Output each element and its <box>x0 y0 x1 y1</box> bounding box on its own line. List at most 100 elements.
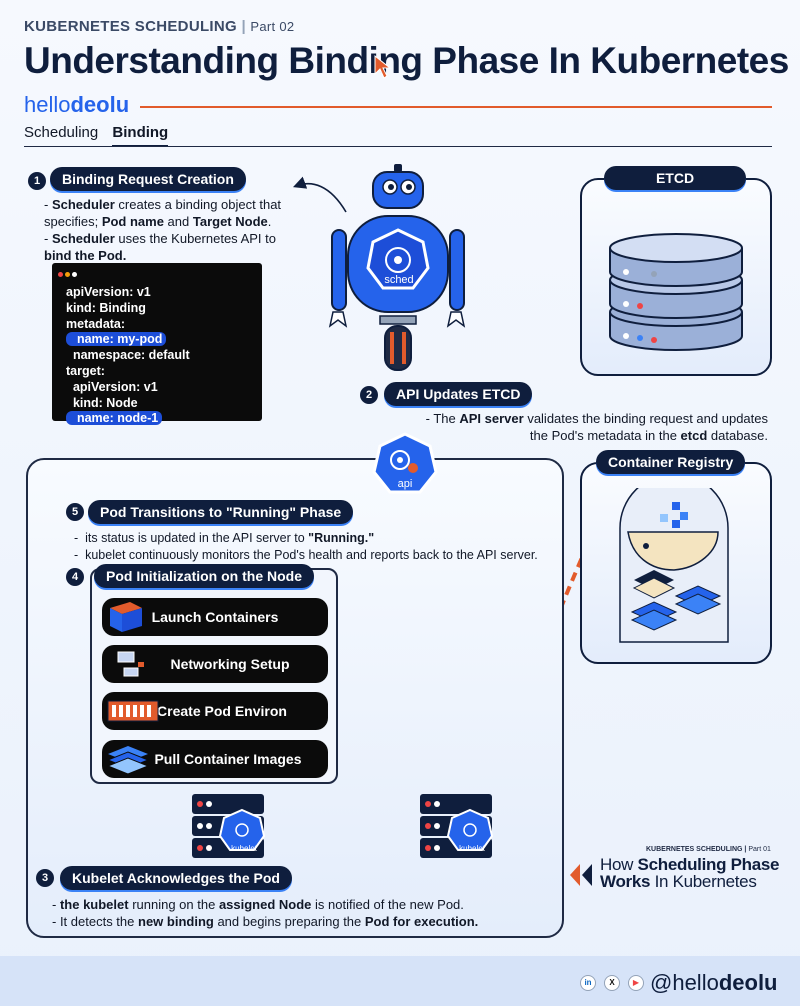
binding-yaml-code: apiVersion: v1 kind: Binding metadata: n… <box>52 263 262 426</box>
promo-a: How <box>600 855 638 874</box>
s3-t6: - It detects the <box>52 914 138 929</box>
code-line-highlight: name: my-pod <box>66 332 256 348</box>
tab-divider <box>24 146 772 147</box>
s2-t4: the Pod's metadata in the <box>529 428 681 443</box>
page-title: Understanding Binding Phase In Kubernete… <box>24 40 789 82</box>
step1-number: 1 <box>28 172 46 190</box>
promo-b: Scheduling Phase <box>637 855 780 874</box>
series-kicker: KUBERNETES SCHEDULING | Part 02 <box>24 18 295 35</box>
docker-registry-icon <box>619 488 729 643</box>
promo-d: In Kubernetes <box>650 872 757 891</box>
step1-description: - Scheduler creates a binding object tha… <box>44 196 314 264</box>
part-label: Part 02 <box>250 19 295 34</box>
code-line: apiVersion: v1 <box>66 379 158 394</box>
social-handle[interactable]: @hellodeolu <box>650 970 778 996</box>
s1-t9: - <box>44 231 52 246</box>
s2-t5: etcd <box>680 428 708 443</box>
title-part-a: Understanding <box>24 40 289 81</box>
double-chevron-left-icon[interactable] <box>568 862 594 888</box>
s3-t3: running on the <box>128 897 219 912</box>
kubelet-server-icon <box>192 794 266 858</box>
s5-t1: its status is updated in the API server … <box>85 531 309 545</box>
network-icon <box>117 651 144 677</box>
s2-t1: - The <box>425 411 460 426</box>
youtube-icon[interactable]: ▶ <box>628 975 644 991</box>
code-line: namespace: default <box>66 348 190 363</box>
etcd-title: ETCD <box>604 166 746 190</box>
tab-scheduling[interactable]: Scheduling <box>24 124 99 141</box>
step4-title: Pod Initialization on the Node <box>94 564 314 588</box>
step3-title: Kubelet Acknowledges the Pod <box>60 866 292 890</box>
item-label: Pull Container Images <box>154 751 302 767</box>
brand-b: deolu <box>70 92 130 117</box>
brand-a: hello <box>24 92 71 117</box>
brand-logo: hellodeolu <box>24 92 129 118</box>
linkedin-icon[interactable]: in <box>580 975 596 991</box>
window-dots <box>58 267 256 281</box>
registry-title: Container Registry <box>596 450 746 474</box>
code-line: apiVersion: v1 <box>66 285 151 299</box>
code-line: metadata: <box>66 316 126 331</box>
code-line: kind: Binding <box>66 300 146 315</box>
promo-link[interactable]: How Scheduling Phase Works In Kubernetes <box>600 856 779 890</box>
step2-number: 2 <box>360 386 378 404</box>
s1-t5: Pod name <box>101 214 164 229</box>
s2-t3: validates the binding request and update… <box>523 411 768 426</box>
code-line: kind: Node <box>66 395 138 410</box>
item-label: Networking Setup <box>170 656 290 672</box>
cursor-icon <box>374 54 392 79</box>
item-label: Launch Containers <box>151 609 279 625</box>
title-part-c: In Kubernetes <box>538 40 790 81</box>
kubelet-server-icon <box>420 794 494 858</box>
step5-number: 5 <box>66 503 84 521</box>
s1-t8: . <box>267 214 272 229</box>
step2-title: API Updates ETCD <box>384 382 533 406</box>
step5-description: - its status is updated in the API serve… <box>74 531 538 562</box>
s3-t8: and begins preparing the <box>213 914 365 929</box>
handle-b: deolu <box>718 970 778 995</box>
robot-label: sched <box>384 274 414 286</box>
s1-t4: specifies; <box>44 214 102 229</box>
s1-t11: uses the Kubernetes API to <box>114 231 276 246</box>
layers-icon <box>106 746 150 775</box>
api-server-icon <box>372 432 438 494</box>
tab-bar: Scheduling Binding <box>24 124 178 147</box>
s2-t6: database. <box>707 428 768 443</box>
kicker-text: KUBERNETES SCHEDULING <box>24 18 237 35</box>
container-box-icon <box>110 602 142 632</box>
scheduler-robot-icon <box>328 164 466 371</box>
s3-t4: assigned Node <box>218 897 312 912</box>
code-mark: name: my-pod <box>66 332 167 347</box>
s2-t2: API server <box>459 411 524 426</box>
kubelet-label: kubelet <box>231 844 257 853</box>
promo-kicker-text: KUBERNETES SCHEDULING <box>646 846 743 853</box>
s1-t2: Scheduler <box>51 197 115 212</box>
networking-setup-item: Networking Setup <box>102 645 328 683</box>
item-label: Create Pod Environ <box>157 703 287 719</box>
handle-a: @hello <box>650 970 719 995</box>
s3-t9: Pod for execution. <box>364 914 479 929</box>
code-line-highlight: name: node-1 <box>66 411 256 427</box>
x-icon[interactable]: X <box>604 975 620 991</box>
api-label: api <box>397 478 413 490</box>
s1-t10: Scheduler <box>51 231 115 246</box>
s1-t3: creates a binding object that <box>114 197 282 212</box>
step1-title: Binding Request Creation <box>50 167 246 191</box>
s1-t6: and <box>163 214 193 229</box>
code-line: target: <box>66 363 105 378</box>
launch-containers-item: Launch Containers <box>102 598 328 636</box>
s3-t2: the kubelet <box>59 897 129 912</box>
kubelet-label: kubelet <box>459 844 485 853</box>
s1-t1: - <box>44 197 52 212</box>
pull-container-images-item: Pull Container Images <box>102 740 328 778</box>
s3-t7: new binding <box>138 914 214 929</box>
title-part-b: Binding Phase <box>288 40 539 81</box>
step3-description: - the kubelet running on the assigned No… <box>52 896 552 930</box>
step3-number: 3 <box>36 869 54 887</box>
footer-bar <box>0 956 800 1006</box>
promo-part: Part 01 <box>748 846 771 853</box>
step2-description: - The API server validates the binding r… <box>370 410 768 444</box>
s3-t1: - <box>52 897 60 912</box>
s5-t2: "Running." <box>308 531 375 545</box>
s3-t5: is notified of the new Pod. <box>311 897 464 912</box>
